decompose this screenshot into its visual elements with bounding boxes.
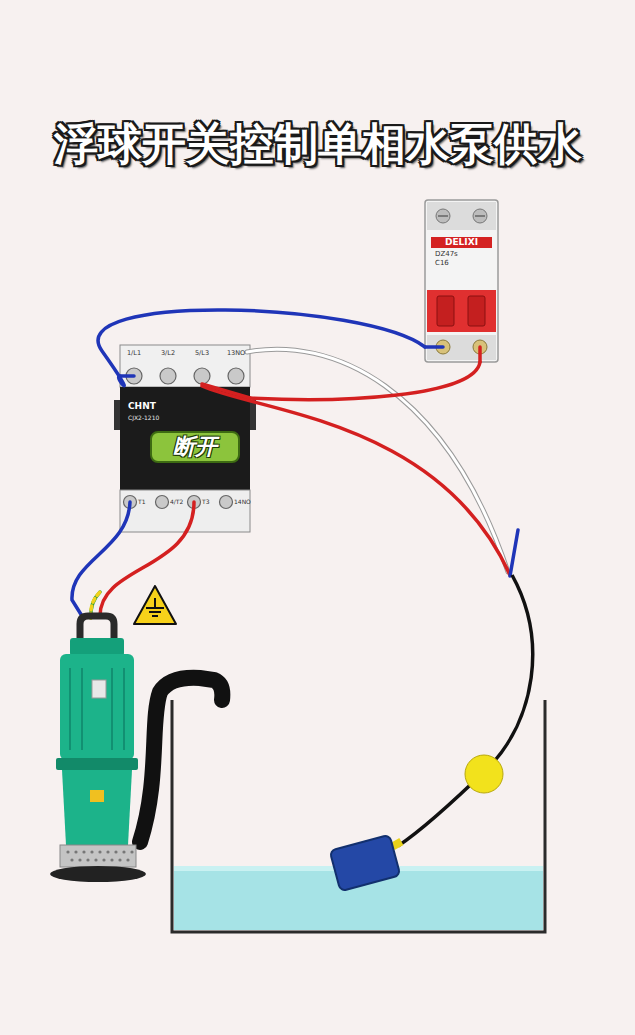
node-text: CJX2-1210 <box>128 414 238 422</box>
blue-wire-stub <box>425 345 443 349</box>
terminal-label: 4/T2 <box>170 498 190 506</box>
terminal-label: 1/L1 <box>121 349 147 357</box>
water-tank <box>172 700 545 932</box>
terminal-label: 13NO <box>223 349 249 357</box>
node-text: DELIXI <box>431 237 492 248</box>
water-pump <box>50 616 222 882</box>
diagram-title: 浮球开关控制单相水泵供水 <box>0 116 635 172</box>
wires <box>72 347 518 618</box>
status-badge: 断开 <box>150 431 240 463</box>
white-wire <box>247 349 508 572</box>
node-text: DZ47s <box>431 250 492 259</box>
wire-connector <box>250 362 480 400</box>
circuit-breaker: DELIXI DZ47sC16 <box>425 200 498 362</box>
node-text: 断开 <box>152 433 238 461</box>
tank-wall <box>172 700 545 932</box>
node-text: CHNT <box>128 401 238 412</box>
blue-wire <box>510 530 518 576</box>
terminal-label: 5/L3 <box>189 349 215 357</box>
terminal-label: T1 <box>138 498 158 506</box>
terminal-label: 3/L2 <box>155 349 181 357</box>
white-wire-outline <box>247 349 508 572</box>
contactor-body <box>114 345 256 532</box>
pump-blue-wire <box>72 502 130 616</box>
blue-wire-stub <box>120 374 134 378</box>
red-wire-stub <box>478 347 482 362</box>
red-wire <box>202 386 510 575</box>
circuit-breaker-body <box>425 200 498 362</box>
ground-warning-sign <box>134 586 176 624</box>
terminal-label: 14NO <box>234 498 254 506</box>
terminal-label: T3 <box>202 498 222 506</box>
red-wire-stub <box>202 384 250 398</box>
wire-connector <box>98 310 425 386</box>
node-text: C16 <box>431 259 492 268</box>
outlet-hose <box>140 678 222 842</box>
float-switch <box>330 575 533 891</box>
